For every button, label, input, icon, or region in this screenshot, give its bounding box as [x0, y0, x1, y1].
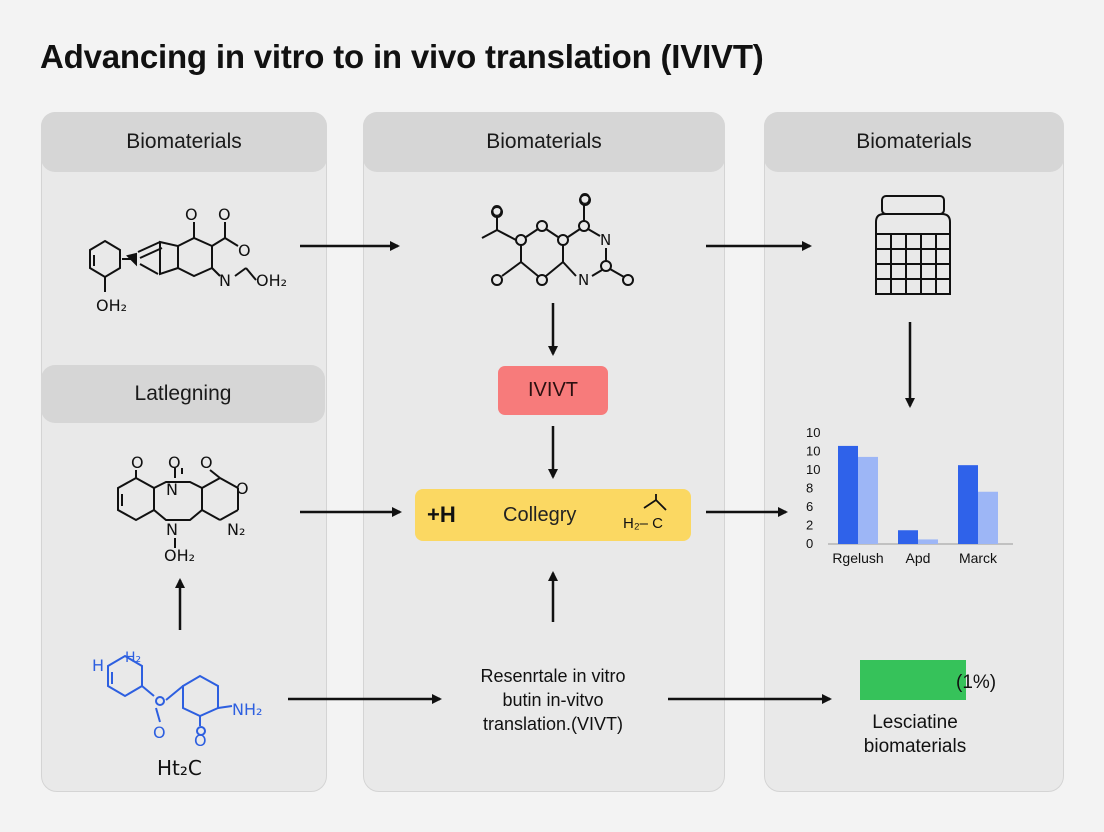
y-tick-label: 8 [806, 481, 813, 496]
bar-marck-s2 [978, 491, 998, 544]
m4-name: Ht₂C [157, 756, 202, 780]
y-tick-label: 2 [806, 518, 813, 533]
m1-oh2-right: OH₂ [256, 271, 288, 290]
page-title: Advancing in vitro to in vivo translatio… [40, 38, 764, 75]
progress-label: (1%) [956, 672, 997, 693]
molecule-2 [481, 194, 634, 286]
collegory-main-label: Collegry [503, 504, 577, 526]
molecule-4 [107, 654, 233, 736]
m4-nh2: NH₂ [232, 700, 263, 719]
y-tick-label: 0 [806, 536, 813, 551]
m3-oh2: OH₂ [164, 546, 196, 565]
bar-apd-s2 [918, 539, 938, 544]
y-tick-label: 10 [806, 425, 820, 440]
y-tick-label: 10 [806, 444, 820, 459]
bar-apd-s1 [898, 530, 918, 544]
bar-rgelush-s2 [858, 456, 878, 544]
m4-o-2: O [194, 731, 207, 750]
bar-rgelush-s1 [838, 445, 858, 544]
progress-caption-line1: Lesciatine [872, 712, 958, 733]
panel-middle [363, 112, 725, 792]
y-tick-label: 6 [806, 499, 813, 514]
collegory-right-label: H₂– C [623, 515, 663, 532]
x-tick-label: Marck [959, 550, 998, 566]
collegory-left-label: +H [427, 502, 456, 527]
collegory-node: +H Collegry H₂– C [415, 489, 691, 541]
research-text-line3: translation.(VIVT) [482, 714, 624, 734]
ivivt-node: IVIVT [498, 366, 608, 415]
m1-n: N [219, 271, 231, 290]
m3-n-lower: N [166, 520, 178, 539]
progress-fill [860, 660, 966, 700]
research-text-line1: Resenrtale in vitro [480, 666, 626, 686]
panel-left [41, 112, 327, 792]
m3-n2: N₂ [227, 520, 246, 539]
m1-oh2-bottom: OH₂ [96, 296, 128, 315]
research-text-line2: butin in-vitvo [502, 690, 604, 710]
flow-arrows [175, 241, 915, 704]
progress-bar [860, 660, 966, 700]
collegory-glyph-icon [643, 494, 667, 511]
m2-n-lower: N [578, 271, 590, 289]
m4-h: H [92, 656, 105, 675]
panel-left-mid-header: Latlegning [41, 365, 325, 423]
m1-o-top-right: O [218, 205, 231, 224]
y-tick-label: 10 [806, 462, 820, 477]
molecule-3 [117, 468, 239, 548]
panel-left-header: Biomaterials [41, 112, 327, 172]
panel-right-header: Biomaterials [764, 112, 1064, 172]
m3-o-1: O [131, 453, 144, 472]
m3-o-2: O [168, 453, 181, 472]
m4-o-1: O [153, 723, 166, 742]
ivivt-label: IVIVT [527, 379, 578, 401]
panel-middle-header: Biomaterials [363, 112, 725, 172]
progress-caption-line2: biomaterials [863, 736, 967, 757]
molecule-1 [89, 222, 257, 292]
m3-o-3: O [200, 453, 213, 472]
m3-n-upper: N [166, 480, 178, 499]
x-tick-label: Apd [906, 550, 931, 566]
x-tick-label: Rgelush [832, 550, 883, 566]
jar-icon [875, 195, 951, 295]
m2-n-upper: N [600, 231, 612, 249]
bar-marck-s1 [958, 465, 978, 544]
m1-o-ring: O [238, 241, 251, 260]
m2-o-left: O [491, 202, 503, 220]
m2-o-top: O [579, 190, 591, 208]
m3-o-4: O [236, 479, 249, 498]
m1-o-top-left: O [185, 205, 198, 224]
